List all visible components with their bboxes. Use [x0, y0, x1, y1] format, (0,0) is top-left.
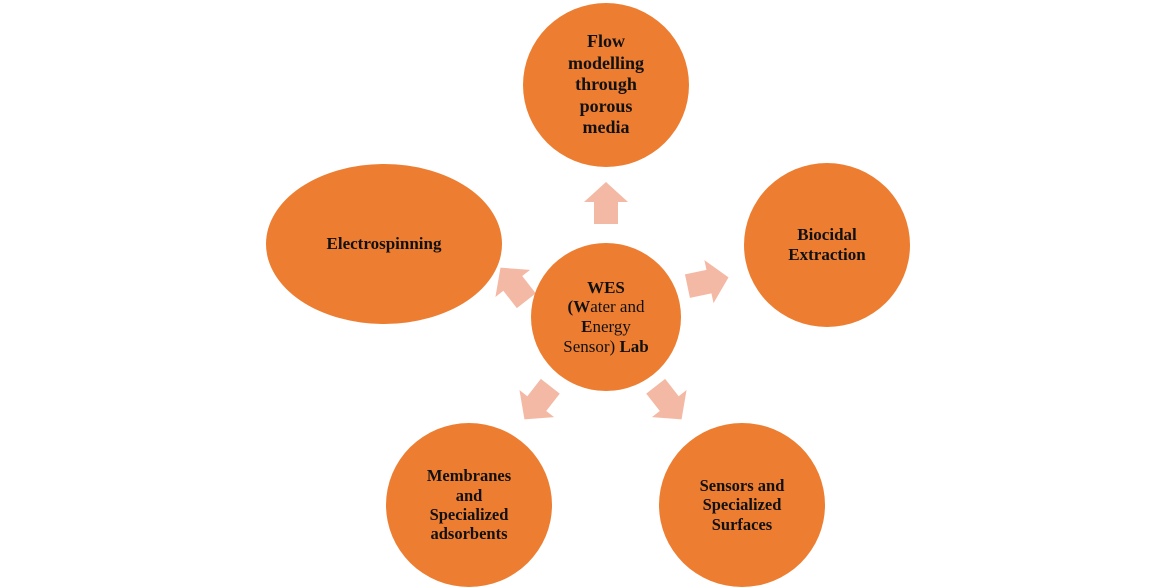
node-label: Sensors and Specialized Surfaces	[699, 475, 785, 534]
node-label: Electrospinning	[326, 233, 442, 253]
node-membranes: Membranes and Specialized adsorbents	[386, 423, 552, 587]
node-sensors: Sensors and Specialized Surfaces	[659, 423, 825, 587]
node-electrospinning: Electrospinning	[266, 164, 502, 324]
arrow-to-bottom-left	[507, 372, 568, 433]
center-paren: (	[567, 297, 574, 317]
arrow-to-top	[584, 182, 628, 224]
center-line-2: (Water and	[563, 297, 649, 317]
arrow-to-right	[682, 255, 734, 308]
center-initial-e: E	[581, 317, 593, 336]
center-word-nergy: nergy	[592, 317, 631, 336]
arrow-to-bottom-right	[638, 372, 699, 433]
node-flow-modelling: Flow modelling through porous media	[523, 3, 689, 167]
node-biocidal-extraction: Biocidal Extraction	[744, 163, 910, 327]
node-center-wes-lab: WES (Water and Energy Sensor) Lab	[531, 243, 681, 391]
center-initial-w: W	[573, 297, 591, 317]
center-line-1: WES	[587, 277, 625, 297]
node-label: Flow modelling through porous media	[567, 31, 644, 138]
center-label: WES (Water and Energy Sensor) Lab	[563, 278, 649, 357]
center-word-ater: ater and	[590, 297, 645, 317]
center-word-sensor: Sensor)	[563, 336, 616, 356]
node-label: Membranes and Specialized adsorbents	[426, 466, 512, 544]
center-line-4: Sensor) Lab	[563, 337, 649, 357]
node-label: Biocidal Extraction	[788, 224, 866, 264]
center-word-lab: Lab	[615, 336, 649, 356]
center-line-3: Energy	[563, 317, 649, 337]
